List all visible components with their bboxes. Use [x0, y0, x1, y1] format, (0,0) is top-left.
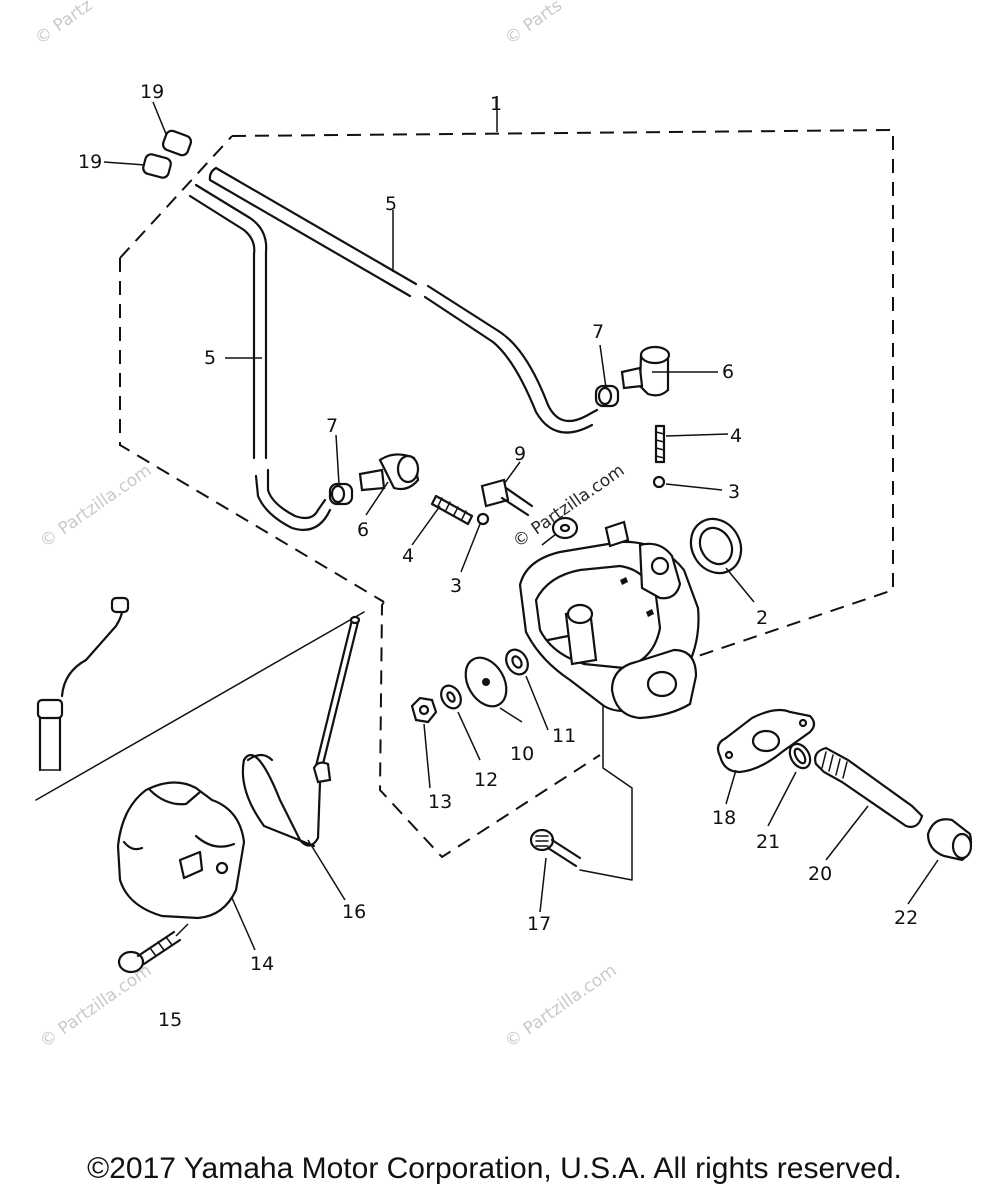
washer-part-11 [505, 648, 529, 676]
oil-seal-part-2 [689, 517, 743, 575]
bolt-part-9 [480, 478, 534, 517]
callout-number: 2 [756, 607, 768, 629]
callout-labels: 1 2 3 3 4 4 5 5 6 6 7 7 9 10 11 12 13 14… [78, 81, 918, 1031]
callout-number: 15 [158, 1009, 182, 1031]
callout-number: 5 [204, 347, 216, 369]
callout-number: 6 [722, 361, 734, 383]
copyright-notice: ©2017 Yamaha Motor Corporation, U.S.A. A… [87, 1152, 902, 1185]
cap-part-22 [926, 818, 973, 862]
exploded-view-drawing: © Partz © Parts © Partzilla.com © Partzi… [31, 0, 973, 1052]
watermark-text: © Partzilla.com [36, 960, 155, 1052]
callout-number: 22 [894, 907, 918, 929]
callout-number: 5 [385, 193, 397, 215]
oil-pump-body [518, 520, 700, 720]
callout-number: 4 [402, 545, 414, 567]
drive-shaft-part-20 [814, 746, 924, 828]
callout-number: 18 [712, 807, 736, 829]
callout-number: 11 [552, 725, 576, 747]
callout-number: 19 [140, 81, 164, 103]
assembly-boundary [119, 128, 894, 859]
watermark-text: © Partzilla.com [36, 460, 155, 552]
bolt-part-15 [117, 923, 189, 974]
watermark-text: © Partz [31, 0, 96, 49]
hose-part-5 [188, 166, 599, 531]
callout-number: 13 [428, 791, 452, 813]
callout-number: 17 [527, 913, 551, 935]
callout-number: 10 [510, 743, 534, 765]
callout-number: 7 [326, 415, 338, 437]
sleeve-part-19 [103, 101, 193, 179]
callout-number: 3 [728, 481, 740, 503]
callout-number: 14 [250, 953, 274, 975]
watermark-text: © Partzilla.com [501, 960, 620, 1052]
callout-number: 21 [756, 831, 780, 853]
o-ring-part-21 [788, 742, 812, 770]
ball-part-3 [652, 475, 666, 489]
callout-number: 4 [730, 425, 742, 447]
callout-number: 6 [357, 519, 369, 541]
watermark-text: © Parts [501, 0, 566, 49]
screw-part-17 [529, 828, 582, 868]
callout-number: 7 [592, 321, 604, 343]
washer-part-12 [440, 684, 462, 710]
cover-part-14 [116, 781, 256, 951]
clamp-part-7 [328, 384, 620, 506]
callout-number: 3 [450, 575, 462, 597]
spring-part-4 [430, 424, 666, 526]
callout-number: 19 [78, 151, 102, 173]
sensor-part-16 [241, 615, 361, 901]
callout-number: 1 [490, 93, 502, 115]
callout-number: 12 [474, 769, 498, 791]
leader-line [579, 705, 633, 881]
gasket-part-18 [716, 708, 816, 774]
callout-number: 20 [808, 863, 832, 885]
disc-part-10 [464, 656, 508, 708]
ball-part-3 [476, 512, 490, 526]
callout-number: 16 [342, 901, 366, 923]
callout-number: 9 [514, 443, 526, 465]
nut-part-13 [410, 696, 438, 724]
watermark-group: © Partz © Parts © Partzilla.com © Partzi… [31, 0, 628, 1052]
divider-line [35, 611, 365, 801]
leader-lines [225, 210, 939, 913]
sensor-cable [36, 596, 130, 772]
